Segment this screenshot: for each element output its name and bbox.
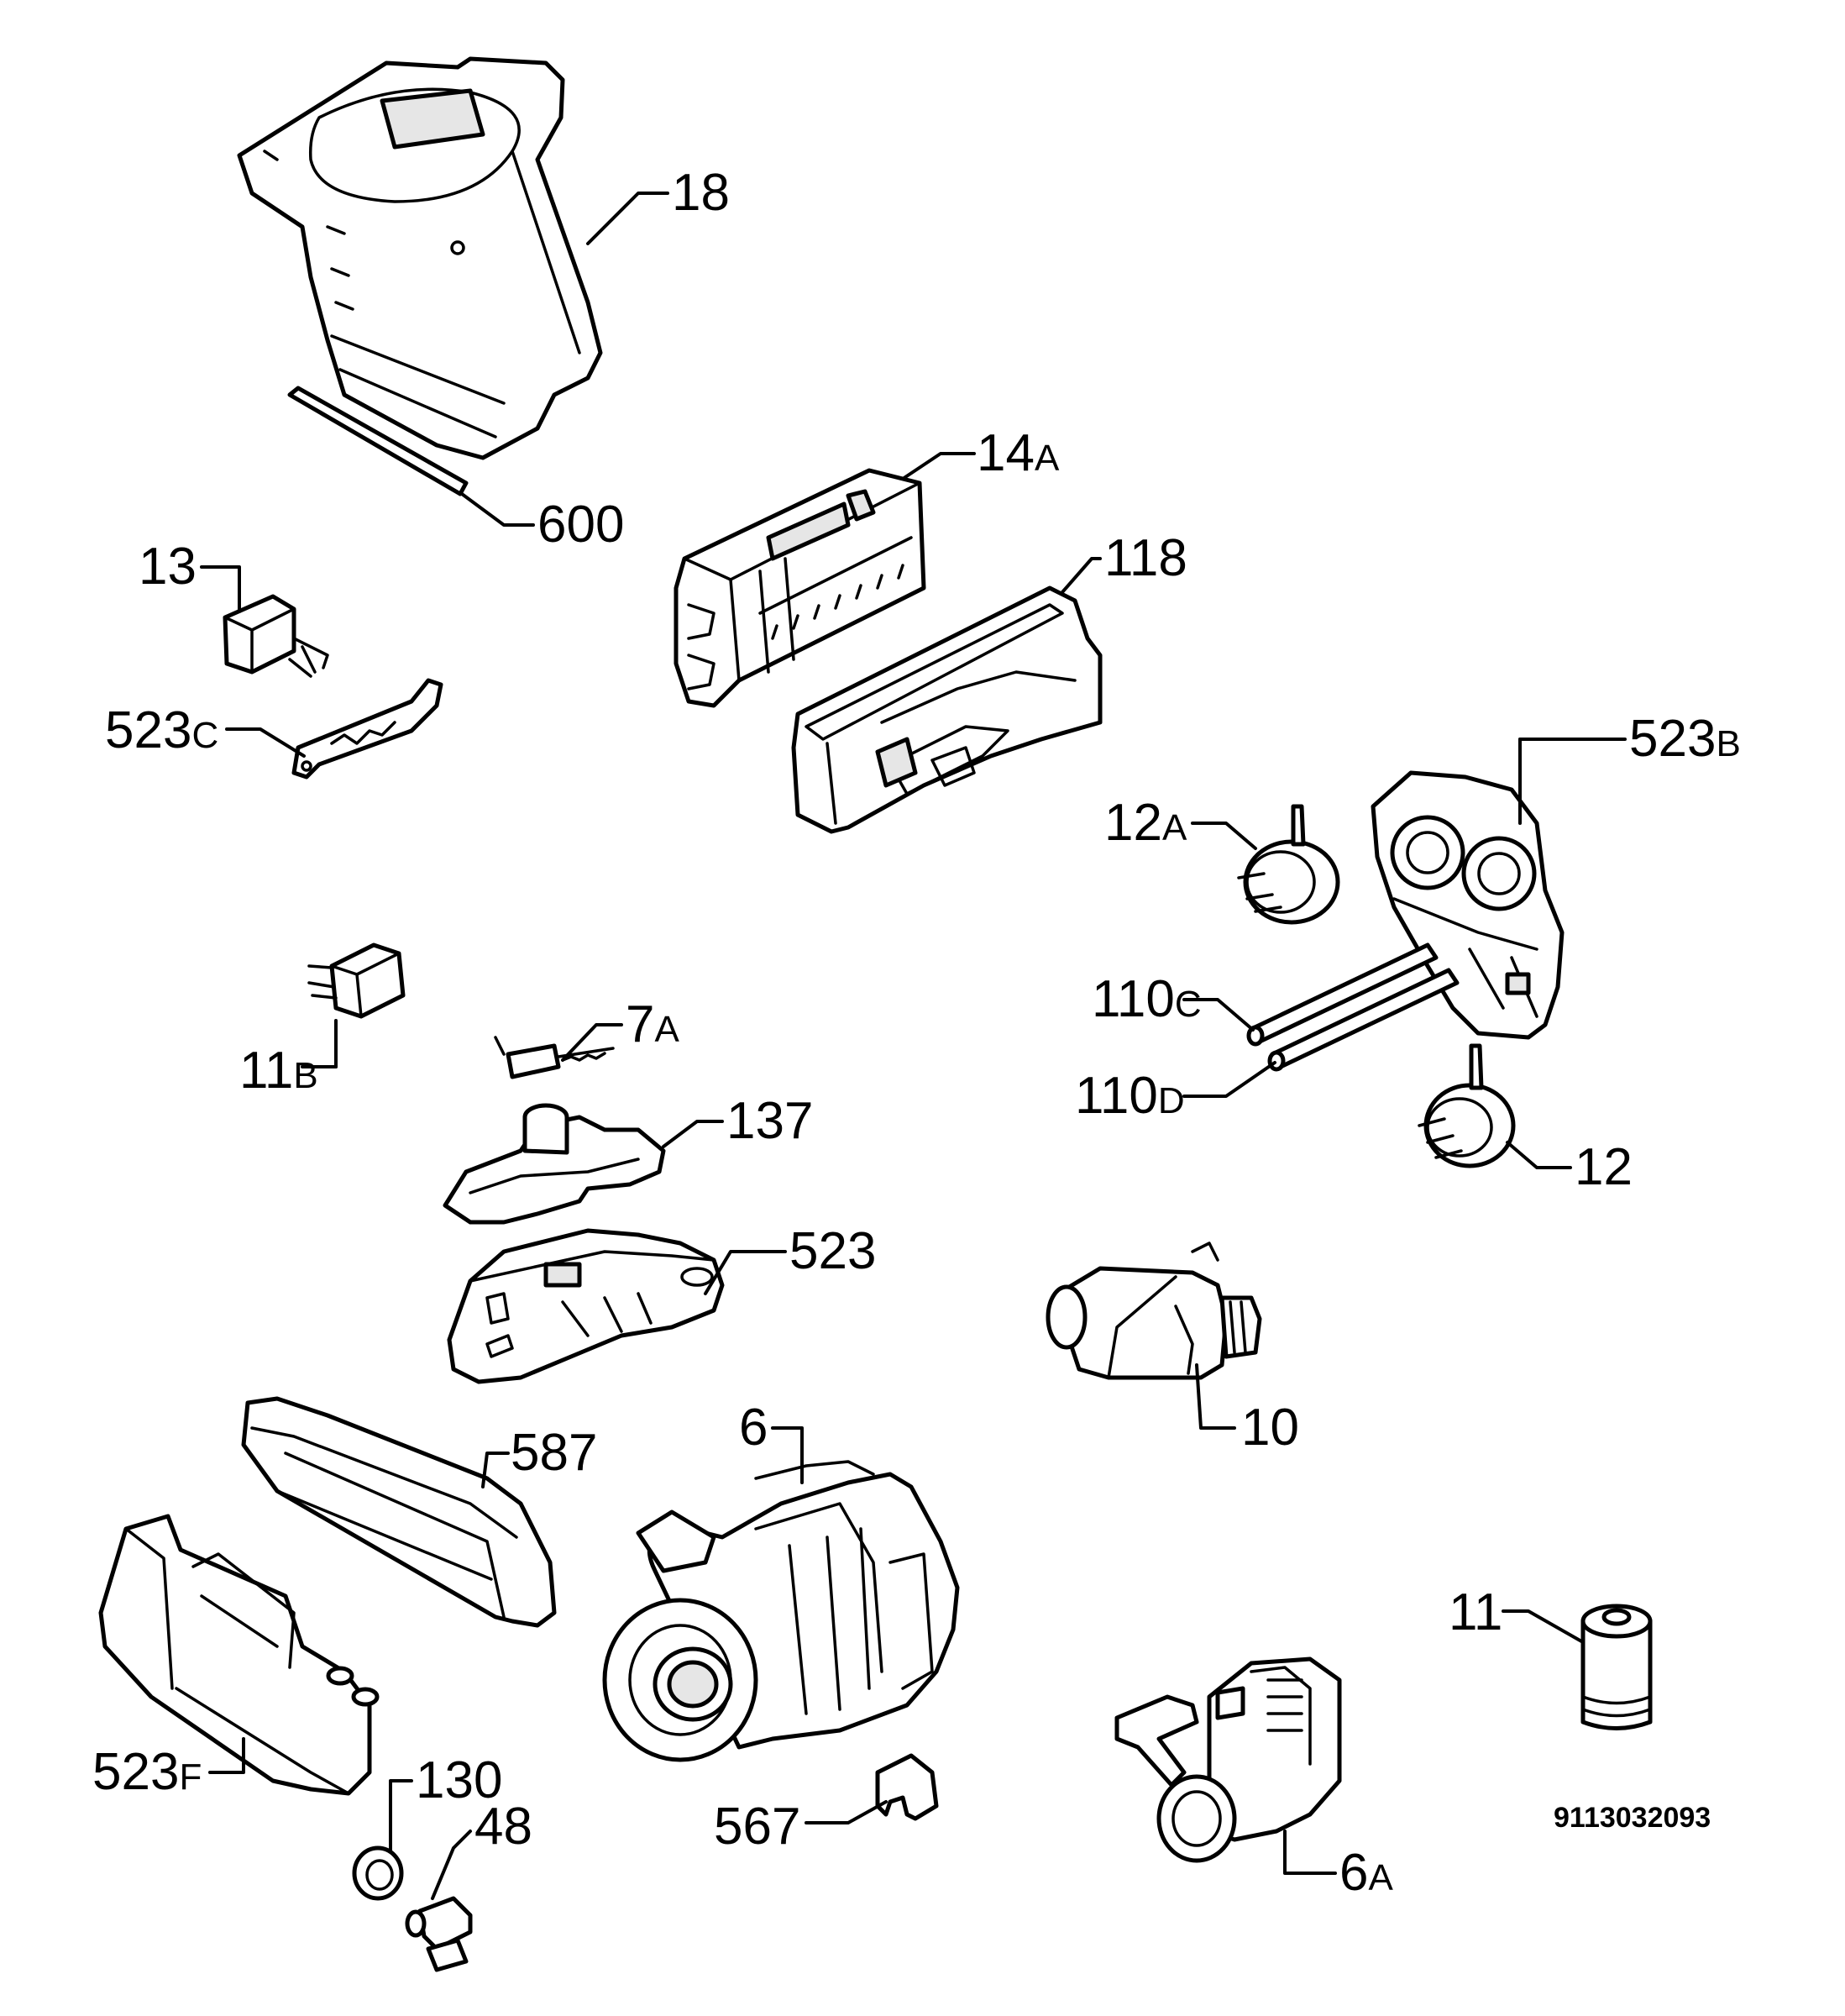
part-600-gasket-strip xyxy=(287,386,469,496)
part-7a-sensor xyxy=(494,1036,615,1079)
callout-11: 11 xyxy=(1449,1583,1502,1641)
part-130-seal-ring xyxy=(352,1845,404,1901)
callout-10: 10 xyxy=(1241,1399,1299,1457)
part-14a-control-module xyxy=(674,468,926,708)
callout-12: 12 xyxy=(1575,1138,1633,1196)
part-110c-tube xyxy=(1246,942,1439,1047)
part-10-heater xyxy=(1046,1242,1262,1380)
part-118-module-housing xyxy=(791,585,1103,834)
part-12a-pressure-switch xyxy=(1237,804,1340,925)
callout-523f: 523F xyxy=(92,1743,202,1801)
callout-130: 130 xyxy=(416,1751,502,1809)
part-12-pressure-switch xyxy=(1418,1043,1516,1168)
leader-lines xyxy=(200,192,1627,1900)
part-523c-bracket xyxy=(291,678,443,780)
callout-110d: 110D xyxy=(1075,1067,1185,1125)
callout-137: 137 xyxy=(726,1092,813,1150)
part-523-cable-holder xyxy=(447,1228,725,1384)
part-11b-relay xyxy=(307,942,406,1019)
callout-labels: 18 600 14A 118 13 523C 523B 12A 110C 110… xyxy=(92,164,1741,1902)
callout-11b: 11B xyxy=(239,1042,318,1100)
callout-523: 523 xyxy=(789,1222,876,1280)
callout-600: 600 xyxy=(537,496,624,554)
part-48-plug xyxy=(405,1896,473,1972)
callout-12a: 12A xyxy=(1104,794,1187,852)
part-523b-mounting-plate xyxy=(1371,770,1565,1040)
callout-48: 48 xyxy=(474,1798,532,1856)
callout-7a: 7A xyxy=(626,995,679,1053)
part-18-duct-cover xyxy=(237,56,603,460)
part-587-cover-panel xyxy=(241,1396,557,1628)
part-523f-housing xyxy=(98,1514,380,1796)
callout-118: 118 xyxy=(1104,529,1187,587)
callout-6a: 6A xyxy=(1339,1844,1393,1902)
callout-523b: 523B xyxy=(1629,710,1741,768)
callout-6: 6 xyxy=(739,1399,768,1457)
part-11-capacitor xyxy=(1580,1604,1653,1730)
part-6-circulation-pump xyxy=(602,1460,960,1762)
callout-13: 13 xyxy=(139,538,197,596)
callout-523c: 523C xyxy=(105,701,218,759)
part-13-main-switch xyxy=(223,594,329,678)
document-number: 9113032093 xyxy=(1554,1802,1711,1834)
callout-587: 587 xyxy=(511,1424,597,1482)
part-567-clip xyxy=(875,1753,939,1821)
callout-18: 18 xyxy=(672,164,730,222)
part-6a-drain-pump xyxy=(1114,1656,1342,1863)
part-137-cover xyxy=(443,1103,666,1225)
part-110d-tube xyxy=(1267,968,1460,1072)
callout-567: 567 xyxy=(714,1798,800,1856)
callout-110c: 110C xyxy=(1092,970,1202,1028)
callout-14a: 14A xyxy=(977,424,1060,482)
